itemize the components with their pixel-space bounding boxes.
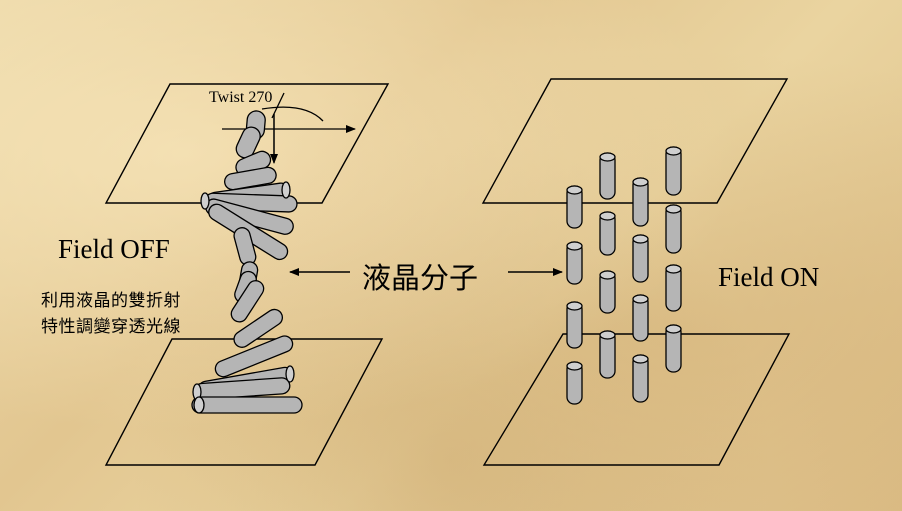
rod bbox=[599, 330, 616, 379]
rod bbox=[566, 301, 583, 349]
twist-slash bbox=[271, 92, 285, 119]
rod bbox=[599, 152, 616, 200]
rod bbox=[214, 335, 294, 378]
rod bbox=[191, 396, 303, 414]
field-off-label: Field OFF bbox=[58, 234, 170, 264]
liquid-crystal-label: 液晶分子 bbox=[362, 263, 479, 295]
rod bbox=[632, 294, 649, 342]
left-bottom-plate bbox=[104, 338, 384, 466]
caption-line-1: 利用液晶的雙折射 bbox=[41, 291, 181, 310]
rod bbox=[566, 241, 583, 285]
rod bbox=[566, 361, 583, 405]
rod bbox=[599, 211, 616, 256]
field-on-label: Field ON bbox=[718, 262, 820, 292]
rod bbox=[230, 280, 265, 323]
caption-line-2: 特性調變穿透光線 bbox=[41, 317, 181, 336]
aligned-rods bbox=[566, 146, 682, 405]
rod bbox=[233, 308, 284, 348]
rod bbox=[566, 185, 583, 229]
rod bbox=[665, 324, 682, 373]
twisted-rods bbox=[191, 110, 303, 414]
twist-curve-arrow bbox=[261, 106, 324, 160]
rod bbox=[632, 354, 649, 403]
left-top-plate bbox=[104, 83, 390, 204]
right-bottom-plate bbox=[482, 333, 791, 466]
rod bbox=[665, 204, 682, 254]
rod bbox=[235, 126, 261, 159]
rod bbox=[665, 146, 682, 196]
right-top-plate bbox=[481, 78, 789, 204]
twist-label: Twist 270 bbox=[209, 89, 273, 106]
rod bbox=[632, 177, 649, 227]
rod bbox=[224, 166, 277, 191]
rod bbox=[665, 264, 682, 312]
rod bbox=[599, 270, 616, 314]
rod bbox=[632, 234, 649, 283]
